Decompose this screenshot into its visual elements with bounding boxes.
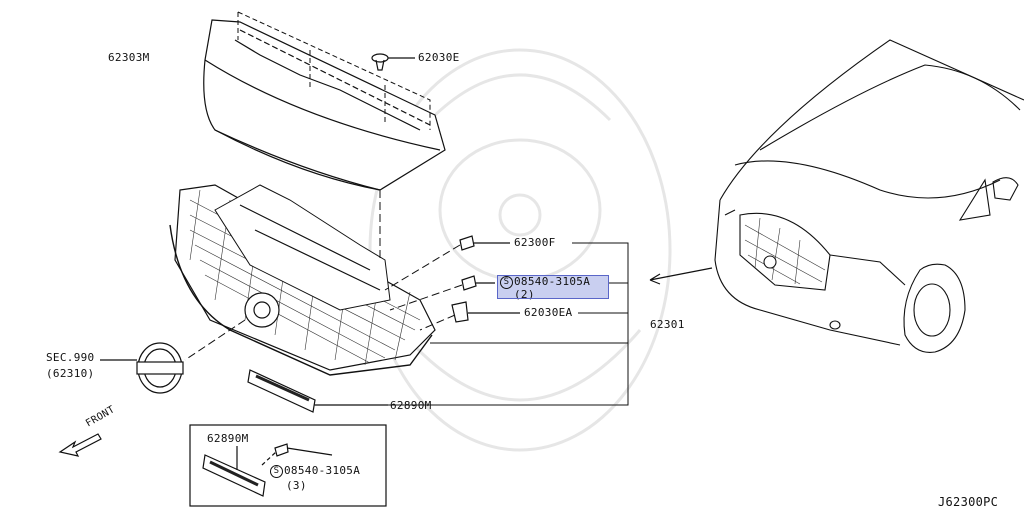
clip-62030e-part <box>371 53 415 71</box>
emblem-part <box>100 342 184 394</box>
upper-cover-part <box>203 19 446 191</box>
label-62890m[interactable]: 62890M <box>390 399 432 412</box>
label-08540-code: 08540-3105A <box>514 275 591 288</box>
label-08540-qty: (2) <box>514 288 535 301</box>
inset-detail-box <box>189 424 387 507</box>
part-62301-bracket-line <box>312 242 629 406</box>
label-62030ea[interactable]: 62030EA <box>524 306 573 319</box>
front-grille-part <box>169 184 436 376</box>
diagram-code: J62300PC <box>938 495 999 509</box>
clip-62030ea <box>451 301 520 323</box>
circled-s-icon: S <box>270 465 283 478</box>
front-arrow-icon <box>58 433 102 457</box>
label-sec990[interactable]: SEC.990 <box>46 351 95 364</box>
label-62030e[interactable]: 62030E <box>418 51 460 64</box>
fastener-62300f <box>459 235 510 251</box>
badge-62890m-part <box>247 369 388 413</box>
label-62303m[interactable]: 62303M <box>108 51 150 64</box>
inset-label-08540-code: 08540-3105A <box>284 464 361 477</box>
samurai-watermark <box>368 48 672 452</box>
inset-label-08540-qty: (3) <box>286 479 307 492</box>
car-illustration <box>714 39 1024 353</box>
car-leader-arrow <box>649 267 713 285</box>
assembly-guide-lines <box>184 190 463 361</box>
inset-label-62890m[interactable]: 62890M <box>207 432 249 445</box>
label-62301[interactable]: 62301 <box>650 318 685 331</box>
cover-guide-lines <box>237 11 431 130</box>
label-sec990-ref[interactable]: (62310) <box>46 367 95 380</box>
label-62300f[interactable]: 62300F <box>514 236 556 249</box>
screw-08540 <box>461 275 495 291</box>
